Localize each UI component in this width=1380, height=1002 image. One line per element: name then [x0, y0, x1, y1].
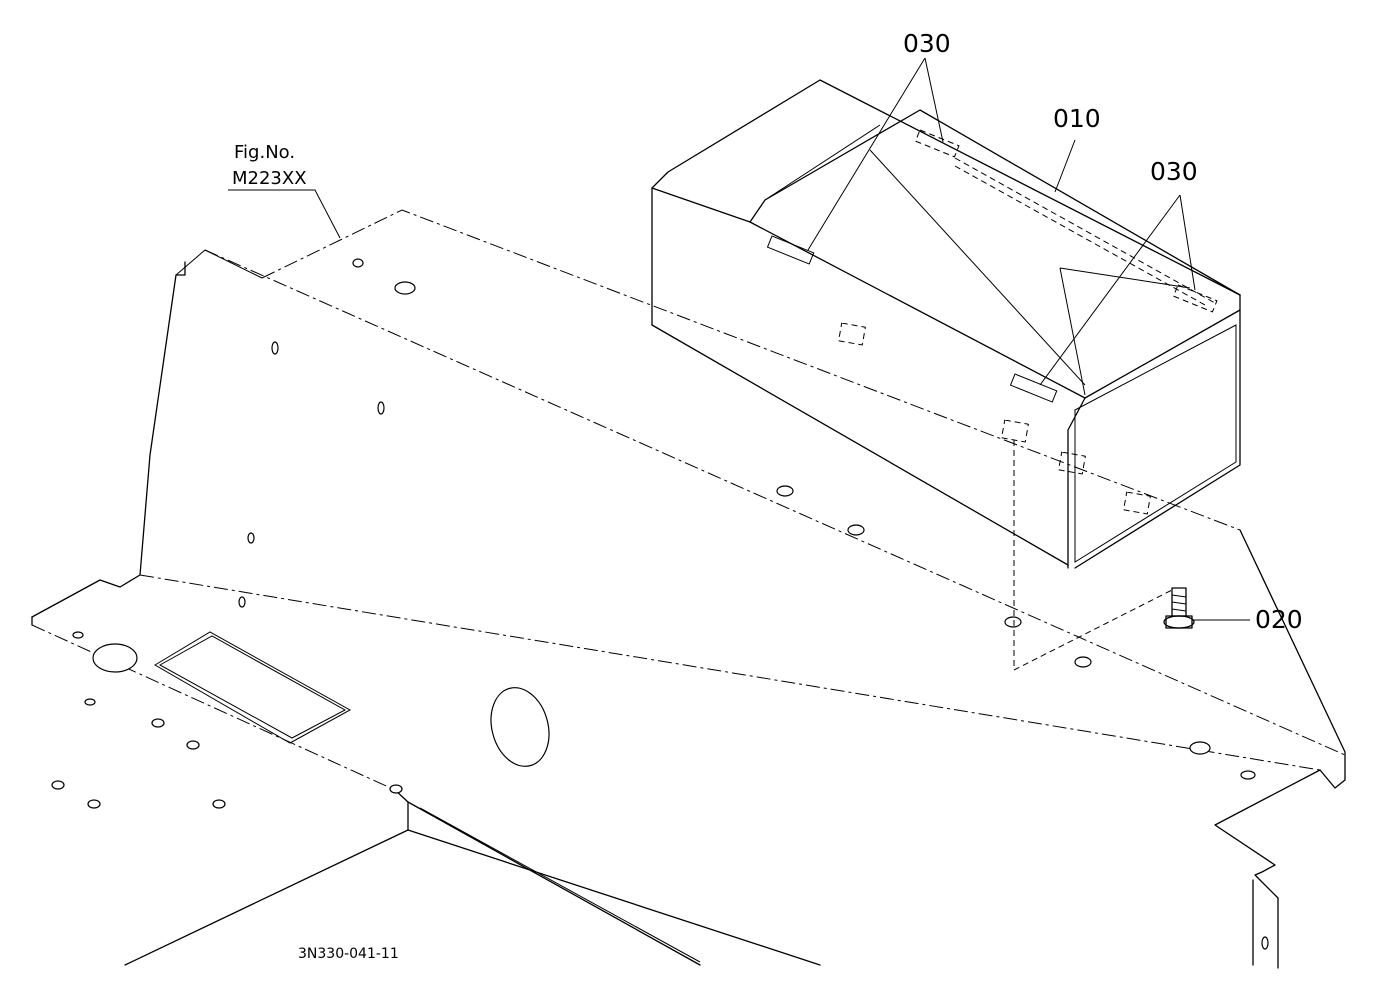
fig-no-caption: Fig.No. [234, 142, 295, 163]
drawing-id: 3N330-041-11 [298, 946, 399, 962]
leader-lines [228, 57, 1250, 621]
label-030-right: 030 [1150, 157, 1198, 186]
fig-no-value: M223XX [232, 168, 307, 189]
label-030-top: 030 [903, 29, 951, 58]
frame-plate [31, 209, 1346, 969]
bolt-020 [1163, 587, 1195, 629]
label-020: 020 [1255, 605, 1303, 634]
cover-box [651, 79, 1241, 671]
label-010: 010 [1053, 104, 1101, 133]
